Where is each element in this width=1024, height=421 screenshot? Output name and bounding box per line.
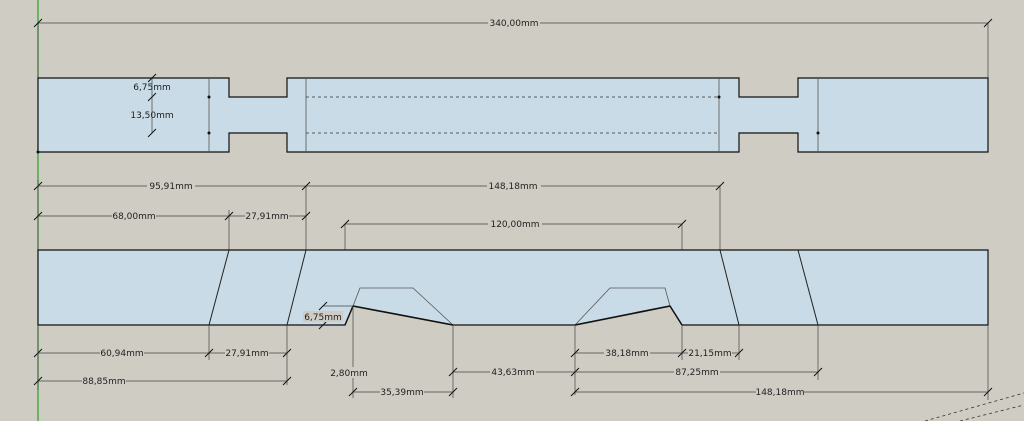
dim-total-length: 340,00mm (33, 17, 993, 78)
dim-slot: 6,75mm 13,50mm (130, 73, 174, 138)
dim-bottom-row-2: 88,85mm 2,80mm 43,63mm 87,25mm (33, 306, 823, 398)
top-a-label: 95,91mm (149, 182, 192, 192)
dim-top-row-2: 68,00mm 27,91mm (33, 180, 311, 250)
dim-bottom-row-1: 60,94mm 27,91mm 38,18mm 21,15mm (33, 325, 744, 395)
bot-c-label: 88,85mm (82, 377, 125, 387)
total-length-label: 340,00mm (489, 19, 538, 29)
top-d-label: 27,91mm (245, 212, 288, 222)
guide-lines (924, 392, 1024, 421)
bot-j-label: 148,18mm (755, 388, 804, 398)
side-view-part[interactable] (37, 249, 989, 326)
dim-side-depth: 6,75mm (303, 301, 353, 330)
bot-g-label: 38,18mm (605, 349, 648, 359)
bot-f-label: 43,63mm (491, 368, 534, 378)
bot-a-label: 60,94mm (100, 349, 143, 359)
side-depth-label: 6,75mm (304, 313, 342, 323)
top-b-label: 148,18mm (488, 182, 537, 192)
slot-depth-label: 6,75mm (133, 83, 171, 93)
top-e-label: 120,00mm (490, 220, 539, 230)
bot-d-label: 2,80mm (330, 369, 368, 379)
bot-i-label: 87,25mm (675, 368, 718, 378)
bot-e-label: 35,39mm (380, 388, 423, 398)
bot-b-label: 27,91mm (225, 349, 268, 359)
dim-top-row-3: 120,00mm (340, 218, 687, 325)
slot-width-label: 13,50mm (130, 111, 173, 121)
dim-bottom-row-3: 35,39mm 148,18mm (348, 325, 993, 400)
top-c-label: 68,00mm (112, 212, 155, 222)
top-view-part[interactable] (36, 77, 989, 154)
bot-h-label: 21,15mm (688, 349, 731, 359)
